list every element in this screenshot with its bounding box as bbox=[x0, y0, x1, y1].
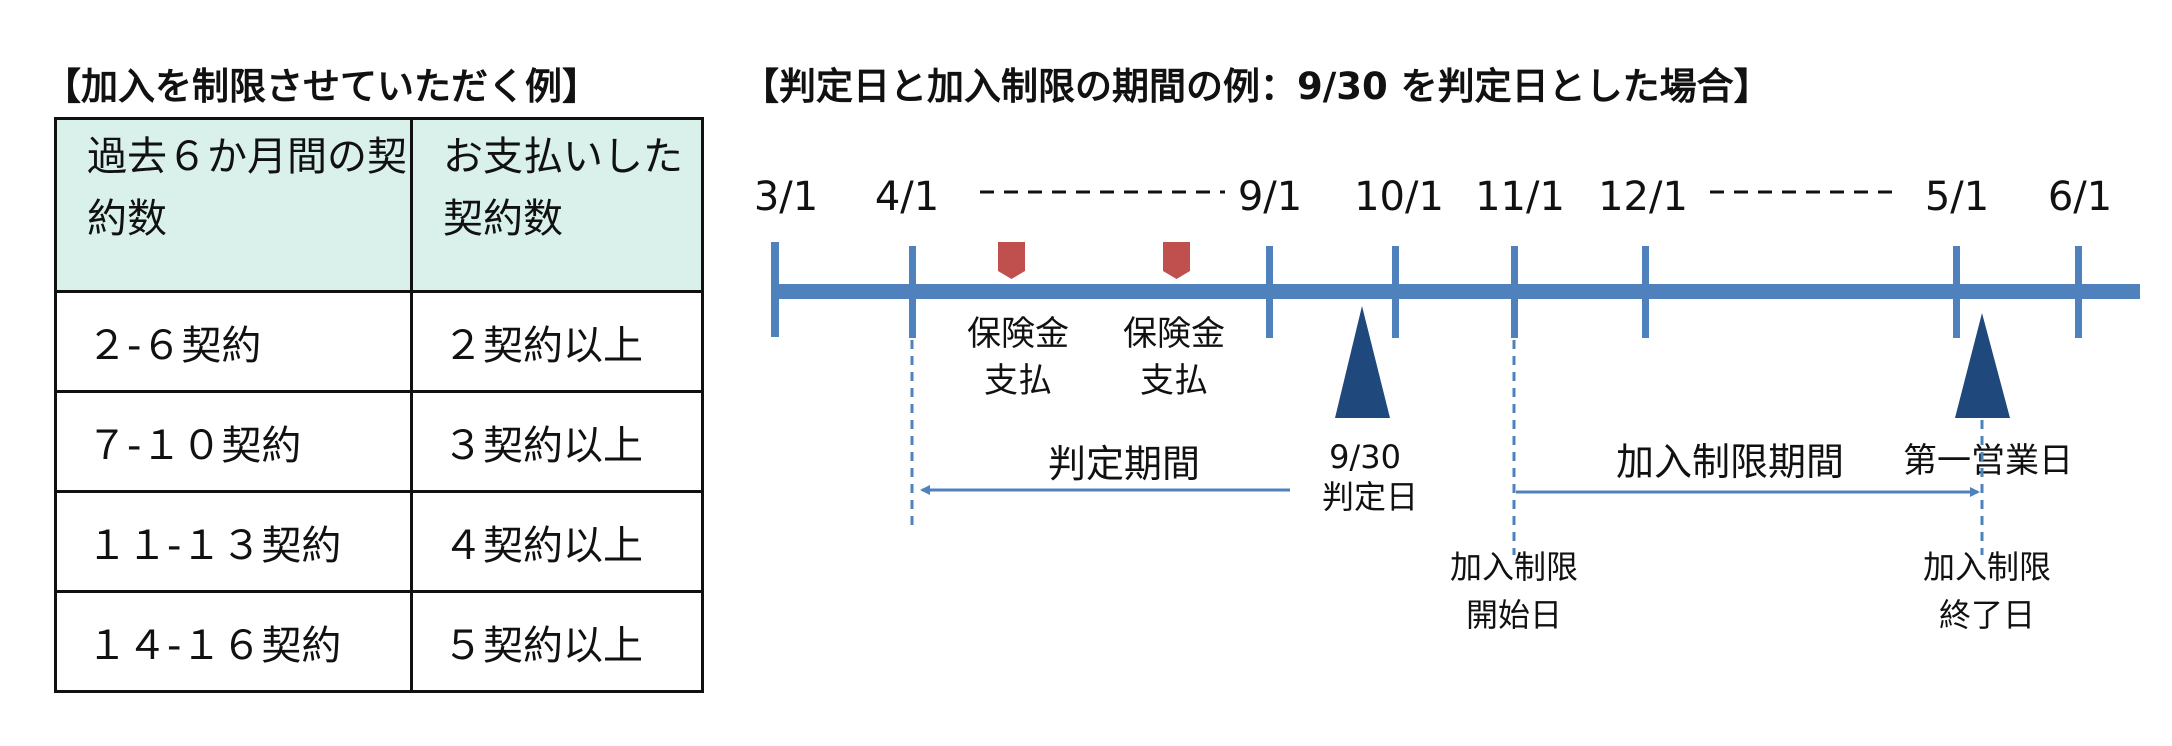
tick-9-1 bbox=[1266, 246, 1273, 338]
payment-marker bbox=[998, 242, 1025, 279]
cell-contract-range: ２-６契約 bbox=[54, 290, 413, 393]
date-label: 6/1 bbox=[2048, 174, 2112, 220]
table-row: １４-１６契約 ５契約以上 bbox=[54, 590, 704, 693]
restriction-period-label: 加入制限期間 bbox=[1616, 440, 1844, 484]
header-paid-contracts: お支払いした契約数 bbox=[410, 117, 704, 293]
restriction-end-label: 終了日 bbox=[1939, 596, 2035, 634]
date-label: 9/1 bbox=[1238, 174, 1302, 220]
tick-12-1 bbox=[1642, 246, 1649, 338]
date-label: 12/1 bbox=[1598, 174, 1688, 220]
judgment-period-label: 判定期間 bbox=[1048, 442, 1200, 486]
restriction-table: 過去６か月間の契約数 お支払いした契約数 ２-６契約 ２契約以上 ７-１０契約 … bbox=[54, 117, 704, 693]
cell-paid-threshold: ２契約以上 bbox=[410, 290, 704, 393]
tick-5-1 bbox=[1953, 246, 1960, 338]
judgment-day-date: 9/30 bbox=[1329, 438, 1401, 476]
restriction-start-label: 開始日 bbox=[1466, 596, 1562, 634]
table-row: ７-１０契約 ３契約以上 bbox=[54, 390, 704, 493]
first-business-day-label: 第一営業日 bbox=[1903, 441, 2073, 481]
tick-11-1 bbox=[1511, 246, 1518, 338]
date-label: 4/1 bbox=[875, 174, 939, 220]
date-label: 5/1 bbox=[1925, 174, 1989, 220]
date-label: 3/1 bbox=[754, 174, 818, 220]
timeline-ticks bbox=[771, 242, 2082, 338]
cell-contract-range: ７-１０契約 bbox=[54, 390, 413, 493]
timeline-axis bbox=[773, 284, 2140, 299]
tick-3-1 bbox=[771, 242, 779, 337]
table-header-row: 過去６か月間の契約数 お支払いした契約数 bbox=[54, 117, 704, 293]
cell-contract-range: １１-１３契約 bbox=[54, 490, 413, 593]
restriction-start-label: 加入制限 bbox=[1450, 548, 1578, 586]
tick-6-1 bbox=[2075, 246, 2082, 338]
table-row: ２-６契約 ２契約以上 bbox=[54, 290, 704, 393]
judgment-example-title: 【判定日と加入制限の期間の例：9/30 を判定日とした場合】 bbox=[742, 65, 1771, 108]
cell-paid-threshold: ５契約以上 bbox=[410, 590, 704, 693]
date-label: 10/1 bbox=[1354, 174, 1444, 220]
cell-paid-threshold: ４契約以上 bbox=[410, 490, 704, 593]
judgment-day-triangle bbox=[1335, 306, 1390, 418]
first-business-day-triangle bbox=[1955, 313, 2010, 418]
tick-4-1 bbox=[909, 246, 916, 338]
cell-contract-range: １４-１６契約 bbox=[54, 590, 413, 693]
restriction-example-title: 【加入を制限させていただく例】 bbox=[44, 65, 599, 108]
judgment-day-label: 判定日 bbox=[1322, 478, 1418, 516]
payment-label: 支払 bbox=[984, 361, 1052, 401]
table-row: １１-１３契約 ４契約以上 bbox=[54, 490, 704, 593]
cell-paid-threshold: ３契約以上 bbox=[410, 390, 704, 493]
date-label: 11/1 bbox=[1475, 174, 1565, 220]
payment-label: 保険金 bbox=[1123, 314, 1225, 354]
payment-label: 保険金 bbox=[967, 314, 1069, 354]
header-contracts-6-months: 過去６か月間の契約数 bbox=[54, 117, 413, 293]
tick-10-1 bbox=[1392, 246, 1399, 338]
payment-marker bbox=[1163, 242, 1190, 279]
payment-label: 支払 bbox=[1140, 361, 1208, 401]
restriction-end-label: 加入制限 bbox=[1923, 548, 2051, 586]
